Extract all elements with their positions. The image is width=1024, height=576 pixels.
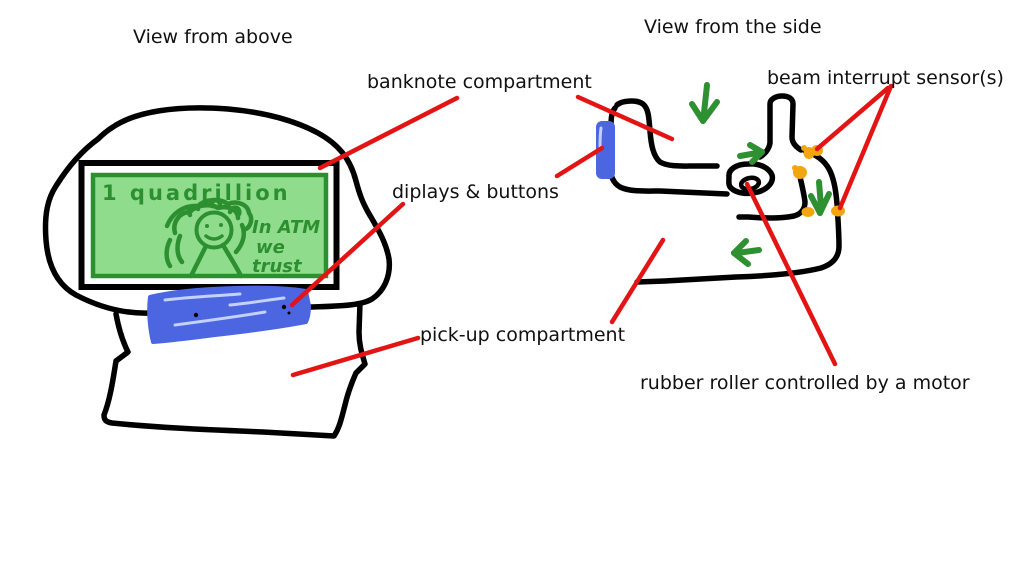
above-view-drawing: 1 quadrillion In ATM we trust (42, 105, 393, 439)
displays-buttons-label: diplays & buttons (392, 181, 559, 203)
line-banknote-to-above-view (317, 95, 460, 171)
line-sensors-upper (814, 85, 891, 152)
banknote-denomination: 1 quadrillion (102, 181, 291, 205)
pickup-compartment-label: pick-up compartment (420, 324, 625, 346)
line-pickup-to-side-view (609, 237, 666, 325)
left-arrow-icon (731, 238, 762, 267)
flow-arrows (689, 82, 832, 267)
panel-speck (193, 312, 199, 318)
above-view-title: View from above (133, 26, 293, 48)
side-view-title: View from the side (644, 16, 822, 38)
beam-sensors-label: beam interrupt sensor(s) (767, 67, 1004, 89)
display-buttons-scribble (147, 285, 311, 344)
banknote-graphic (90, 172, 329, 279)
panel-speck (281, 304, 287, 310)
arm-line (233, 222, 246, 255)
hair-scribble (186, 204, 201, 218)
hair-scribble (164, 197, 254, 232)
body-line-left (188, 243, 209, 279)
line-displays-to-above-view (289, 201, 406, 308)
sensor-dot-icon (792, 165, 798, 171)
down-arrow-icon (808, 179, 832, 216)
sensor-dot-icon (801, 207, 815, 217)
line-displays-to-side-view (554, 145, 605, 179)
panel-highlight (163, 292, 242, 302)
side-compartment-bottom-wall (607, 105, 730, 197)
line-roller-to-label (744, 181, 838, 367)
body-line-right (220, 242, 244, 279)
rubber-roller-label: rubber roller controlled by a motor (640, 372, 970, 394)
side-view-drawing (596, 82, 845, 285)
diagram-labels: View from above View from the side bankn… (133, 16, 1004, 394)
hair-scribble (227, 205, 242, 217)
line-banknote-to-side-view (575, 94, 675, 142)
down-arrow-icon (689, 82, 720, 124)
panel-highlight (228, 296, 286, 307)
panel-speck (287, 311, 291, 315)
line-pickup-to-above-view (290, 335, 421, 378)
annotation-lines (289, 83, 894, 378)
banknote-motto-line2: we (256, 237, 285, 258)
top-slot-tube (757, 93, 804, 160)
hair-scribble (209, 198, 223, 209)
panel-highlight (173, 310, 267, 327)
face-doodle (164, 197, 254, 279)
eye-left (205, 224, 209, 228)
line-sensors-lower (837, 83, 894, 211)
banknote-motto-line1: In ATM (252, 217, 320, 238)
side-display-highlight (598, 126, 603, 150)
head-circle (194, 210, 234, 250)
right-arrow-icon (737, 142, 765, 165)
banknote-motto-line3: trust (252, 256, 303, 277)
eye-right (219, 223, 223, 227)
banknote-compartment-label: banknote compartment (367, 71, 592, 93)
smile (204, 234, 224, 241)
hair-strand-left (175, 233, 185, 265)
pickup-compartment-outline (101, 300, 368, 439)
hair-strand-left (164, 237, 173, 269)
